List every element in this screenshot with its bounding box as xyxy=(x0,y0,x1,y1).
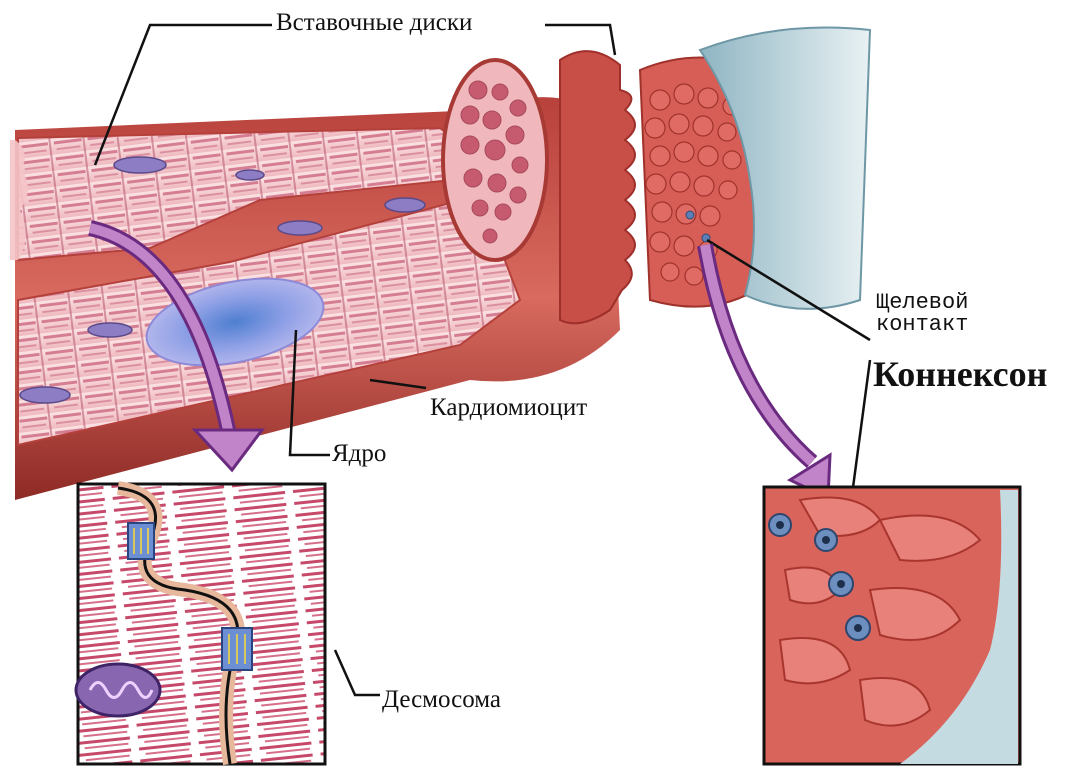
label-cardiomyocyte: Кардиомиоцит xyxy=(430,395,587,420)
disc-interdigitations xyxy=(560,51,635,323)
label-connexon: Коннексон xyxy=(873,356,1047,392)
desmosome-inset xyxy=(78,484,325,764)
zoom-arrowhead-left xyxy=(195,430,262,470)
label-gap-junction-line2: контакт xyxy=(876,314,968,336)
label-desmosome: Десмосома xyxy=(382,687,501,712)
label-gap-junction-line1: Щелевой xyxy=(876,292,968,314)
label-nucleus: Ядро xyxy=(332,441,386,466)
inset-mitochondrion xyxy=(76,664,160,716)
label-intercalated-discs: Вставочные диски xyxy=(276,10,472,35)
